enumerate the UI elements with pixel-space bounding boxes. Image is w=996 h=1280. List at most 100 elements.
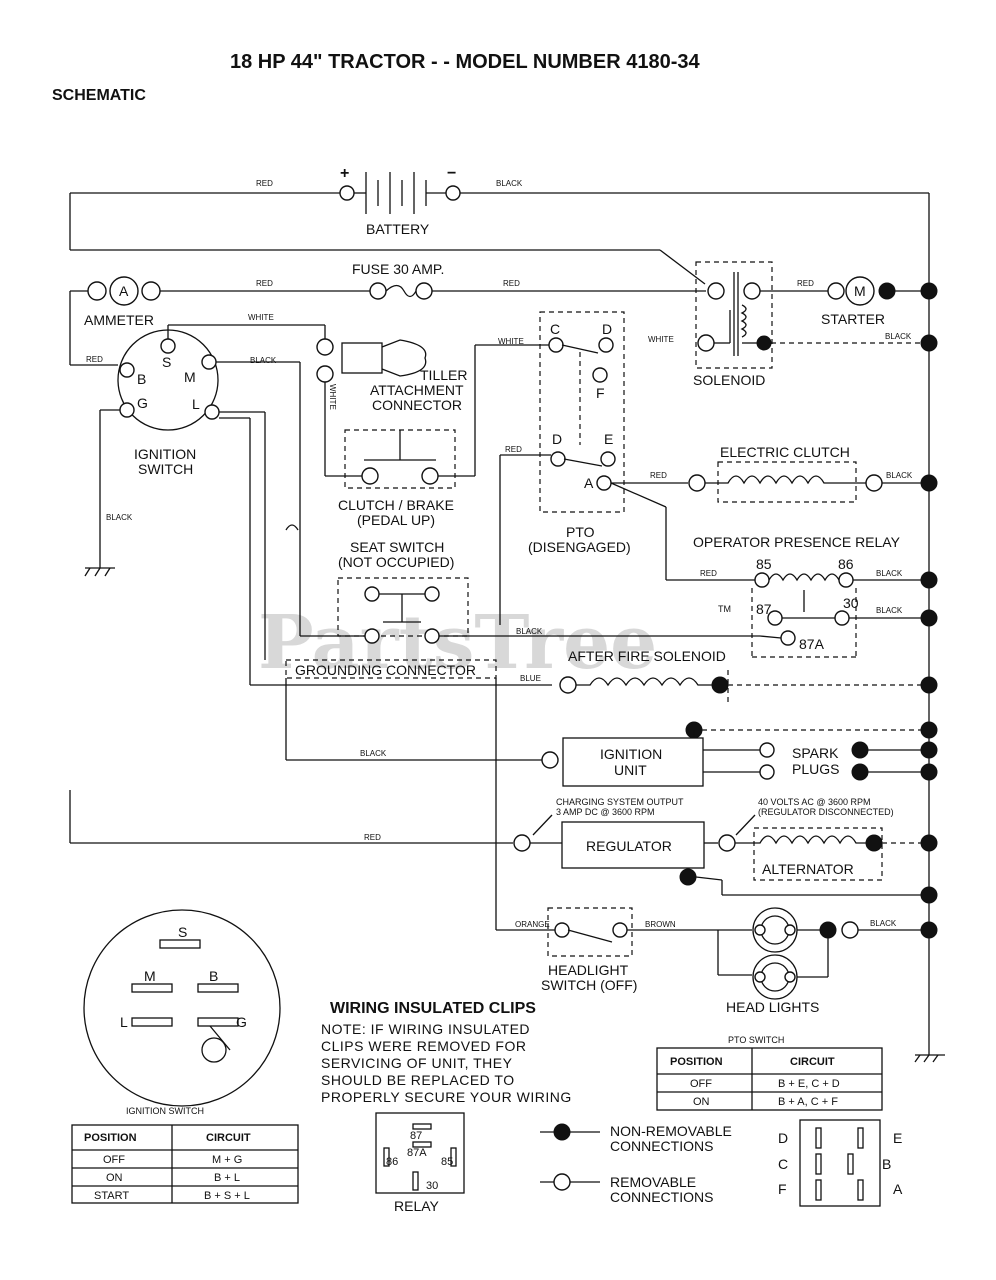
pto-table-row-off-circ: B + E, C + D: [778, 1078, 840, 1090]
after-fire-label: AFTER FIRE SOLENOID: [568, 648, 726, 664]
relay-pin-30: 30: [426, 1180, 438, 1192]
headlights: [717, 907, 938, 1000]
clutch-label-2: (PEDAL UP): [357, 512, 435, 528]
opr-terminal-87: 87: [756, 601, 772, 617]
seat-switch: [285, 524, 500, 644]
grounding-label: GROUNDING CONNECTOR: [295, 662, 476, 678]
legend-non-removable-1: NON-REMOVABLE: [610, 1123, 732, 1139]
opr-terminal-30: 30: [843, 595, 859, 611]
starter-symbol: M: [854, 283, 866, 299]
clips-line-2: CLIPS WERE REMOVED FOR: [321, 1038, 526, 1054]
after-fire-solenoid: [559, 670, 938, 705]
wire-red-fuse: RED: [503, 279, 520, 288]
ignition-unit-label-1: IGNITION: [600, 746, 662, 762]
clips-line-5: PROPERLY SECURE YOUR WIRING: [321, 1089, 572, 1105]
charging-note-1: CHARGING SYSTEM OUTPUT: [556, 797, 684, 807]
pto-terminal-a: A: [584, 475, 594, 491]
wire-black-solenoid: BLACK: [885, 332, 912, 341]
legend-removable-1: REMOVABLE: [610, 1174, 696, 1190]
wire-red-pto: RED: [505, 445, 522, 454]
pto-switch: [499, 311, 625, 625]
battery-label: BATTERY: [366, 221, 430, 237]
wire-black-ground: BLACK: [106, 513, 133, 522]
page-title: 18 HP 44" TRACTOR - - MODEL NUMBER 4180-…: [230, 51, 700, 73]
charging-arrow: [532, 814, 553, 836]
charging-note-2: 3 AMP DC @ 3600 RPM: [556, 807, 655, 817]
ign-table-row-off-pos: OFF: [103, 1154, 125, 1166]
ign-table-row-on-pos: ON: [106, 1172, 123, 1184]
wire-black-ignunit: BLACK: [360, 749, 387, 758]
ignition-switch-face: [83, 909, 281, 1107]
wire-black-headlights: BLACK: [870, 919, 897, 928]
ign-terminal-m: M: [184, 369, 196, 385]
ign-table-header-position: POSITION: [84, 1132, 137, 1144]
pto-pin-c: C: [778, 1156, 788, 1172]
face-terminal-m: M: [144, 968, 156, 984]
face-terminal-b: B: [209, 968, 218, 984]
legend-removable-2: CONNECTIONS: [610, 1189, 713, 1205]
ignition-table-caption: IGNITION SWITCH: [126, 1106, 204, 1116]
wire-blue: BLUE: [520, 674, 541, 683]
clutch-label-1: CLUTCH / BRAKE: [338, 497, 454, 513]
tiller-connector: [316, 338, 427, 477]
opr-terminal-86: 86: [838, 556, 854, 572]
ign-table-header-circuit: CIRCUIT: [206, 1132, 251, 1144]
clips-line-1: NOTE: IF WIRING INSULATED: [321, 1021, 530, 1037]
face-terminal-l: L: [120, 1014, 128, 1030]
pto-table-caption: PTO SWITCH: [728, 1035, 784, 1045]
relay-pin-85: 85: [441, 1156, 453, 1168]
pto-table-header-circuit: CIRCUIT: [790, 1056, 835, 1068]
pto-pin-b: B: [882, 1156, 891, 1172]
pto-table-row-on-pos: ON: [693, 1096, 710, 1108]
alt-note-1: 40 VOLTS AC @ 3600 RPM: [758, 797, 871, 807]
wire-red-ammeter: RED: [256, 279, 273, 288]
relay-pinout: [375, 1112, 465, 1194]
wire-white-tiller: WHITE: [328, 384, 337, 410]
headlight-switch-label-1: HEADLIGHT: [548, 962, 629, 978]
tiller-label-2: ATTACHMENT: [370, 382, 464, 398]
wire-white-solenoid: WHITE: [648, 335, 674, 344]
opr-terminal-85: 85: [756, 556, 772, 572]
ign-terminal-s: S: [162, 354, 171, 370]
pto-label-2: (DISENGAGED): [528, 539, 631, 555]
ammeter-label: AMMETER: [84, 312, 154, 328]
ground-node-solenoid: [920, 334, 938, 352]
ignition-label-1: IGNITION: [134, 446, 196, 462]
solenoid-label: SOLENOID: [693, 372, 765, 388]
face-terminal-g: G: [236, 1014, 247, 1030]
face-terminal-s: S: [178, 924, 187, 940]
wire-red-ign: RED: [86, 355, 103, 364]
pto-terminal-c: C: [550, 321, 560, 337]
pto-pin-d: D: [778, 1130, 788, 1146]
clips-heading: WIRING INSULATED CLIPS: [330, 1000, 536, 1017]
legend-non-removable-2: CONNECTIONS: [610, 1138, 713, 1154]
wire-black-seat: BLACK: [516, 627, 543, 636]
watermark: PartsTree: [258, 600, 657, 686]
pto-table-row-on-circ: B + A, C + F: [778, 1096, 838, 1108]
relay-pin-86: 86: [386, 1156, 398, 1168]
ground-symbol-left: [84, 560, 115, 577]
wire-red-battery: RED: [256, 179, 273, 188]
starter: [827, 276, 938, 306]
electric-clutch: [611, 461, 938, 503]
wire-white-pto: WHITE: [498, 337, 524, 346]
fuse: [369, 282, 706, 300]
wire-red-clutch: RED: [650, 471, 667, 480]
ignition-switch-table: [71, 1124, 299, 1204]
ignition-switch: [99, 324, 326, 685]
legend-non-removable: [540, 1123, 600, 1141]
ign-terminal-g: G: [137, 395, 148, 411]
ground-symbol-right: [914, 1054, 945, 1063]
ammeter-symbol: A: [119, 283, 129, 299]
alt-arrow: [735, 814, 756, 836]
opr-terminal-87a: 87A: [799, 636, 825, 652]
ign-table-row-on-circ: B + L: [214, 1172, 240, 1184]
wire-white-ign: WHITE: [248, 313, 274, 322]
starter-label: STARTER: [821, 311, 885, 327]
wire-orange: ORANGE: [515, 920, 550, 929]
pto-pinout: [799, 1119, 881, 1207]
pto-terminal-f: F: [596, 385, 605, 401]
pto-switch-table: [656, 1047, 883, 1111]
ammeter: [70, 276, 370, 306]
